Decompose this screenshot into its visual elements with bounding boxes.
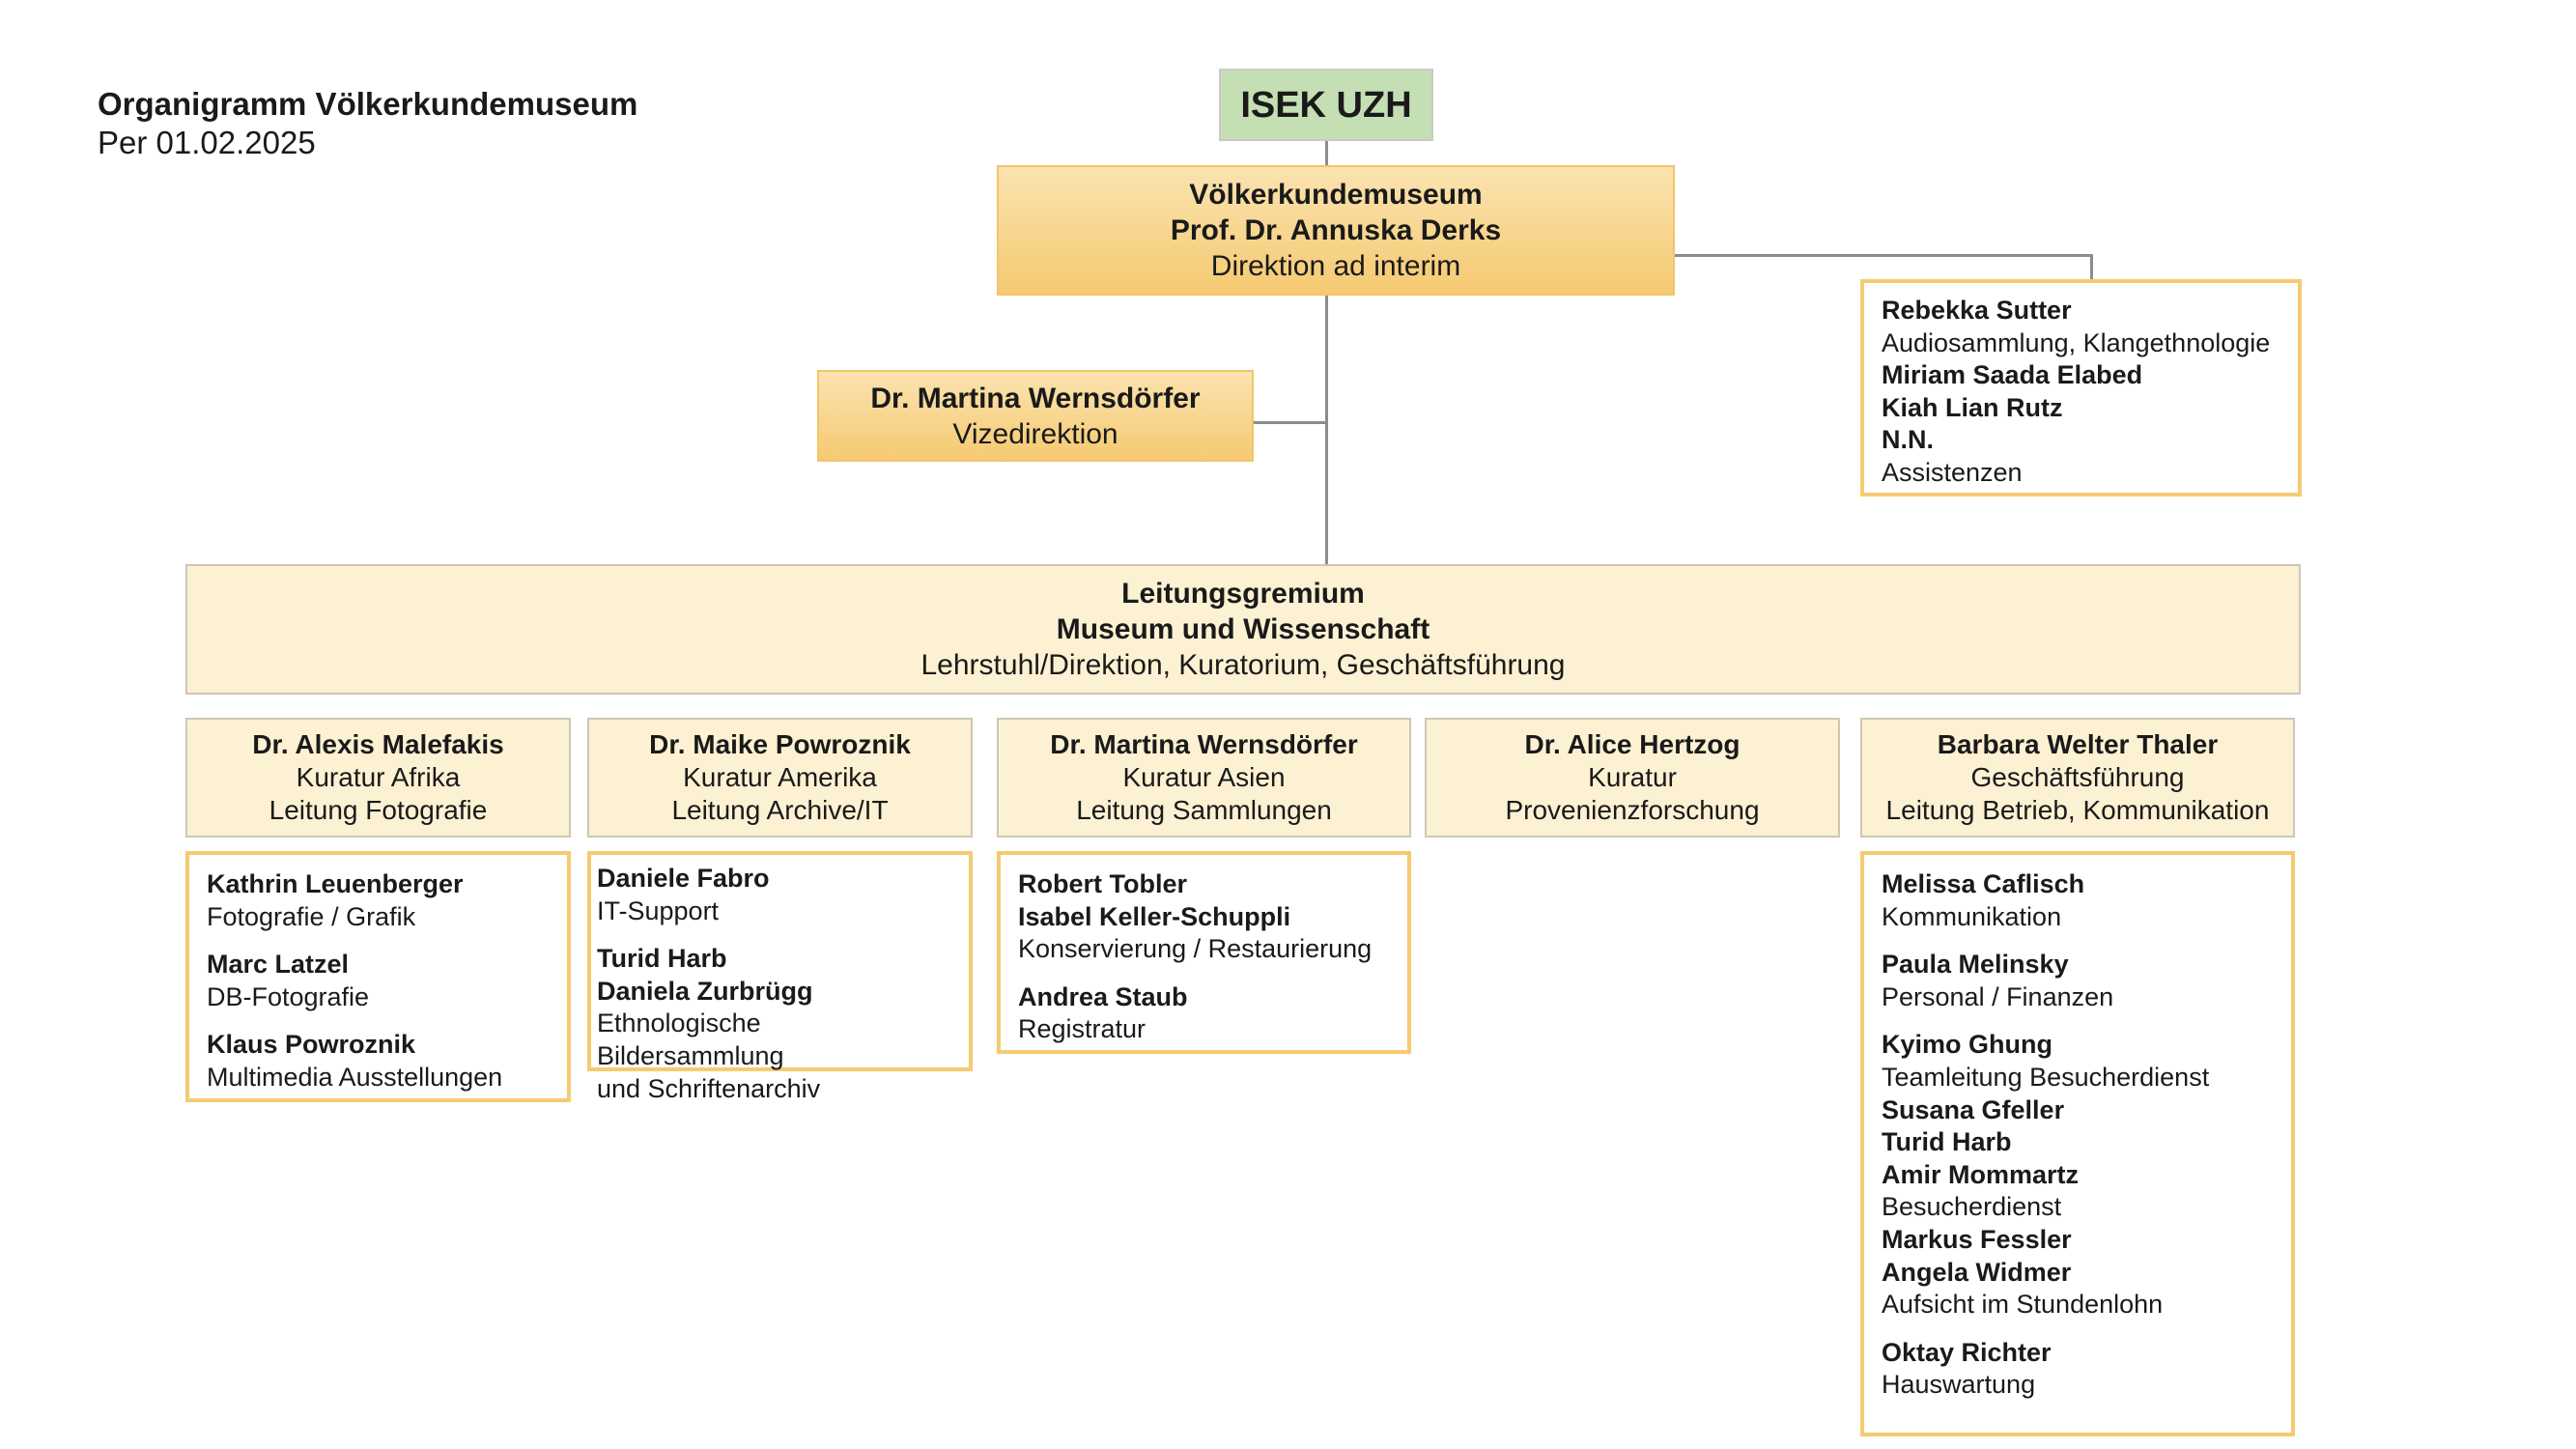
group-gap	[597, 927, 951, 943]
connector-assistants-h	[1674, 254, 2093, 257]
unit-head-role: Geschäftsführung	[1970, 762, 2185, 792]
isek-uzh-box: ISEK UZH	[1219, 69, 1433, 141]
staff-name: Daniela Zurbrügg	[597, 976, 813, 1006]
staff-role: Hauswartung	[1882, 1370, 2036, 1400]
staff-role: Ethnologische Bildersammlung	[597, 1009, 784, 1070]
vice-role: Vizedirektion	[952, 417, 1118, 450]
direction-line3: Direktion ad interim	[1210, 250, 1461, 282]
staff-name: Robert Tobler	[1018, 869, 1187, 898]
unit-head-role: Kuratur Amerika	[683, 762, 877, 792]
unit-head-role: Provenienzforschung	[1505, 795, 1760, 825]
staff-name: Paula Melinsky	[1882, 950, 2069, 980]
staff-role: Aufsicht im Stundenlohn	[1882, 1290, 2164, 1320]
staff-role: IT-Support	[597, 895, 720, 925]
staff-name: Markus Fessler	[1882, 1224, 2072, 1254]
isek-uzh-label: ISEK UZH	[1240, 84, 1412, 126]
staff-name: Kyimo Ghung	[1882, 1030, 2052, 1060]
staff-role: Personal / Finanzen	[1882, 981, 2114, 1011]
group-gap	[207, 1013, 550, 1029]
unit-head-role: Kuratur	[1588, 762, 1677, 792]
unit-head-role: Leitung Sammlungen	[1076, 795, 1332, 825]
unit-head-role: Leitung Fotografie	[269, 795, 488, 825]
staff-role: DB-Fotografie	[207, 981, 370, 1011]
staff-name: Kathrin Leuenberger	[207, 869, 464, 898]
unit-head-role: Kuratur Asien	[1122, 762, 1286, 792]
staff-name: Andrea Staub	[1018, 981, 1188, 1011]
unit-head-role: Leitung Archive/IT	[671, 795, 889, 825]
staff-role: Besucherdienst	[1882, 1192, 2062, 1222]
connector-assistants-v	[2090, 254, 2093, 281]
unit-head-name: Dr. Martina Wernsdörfer	[1050, 729, 1358, 759]
staff-name: Melissa Caflisch	[1882, 869, 2085, 898]
group-gap	[1018, 966, 1390, 981]
staff-name: Amir Mommartz	[1882, 1159, 2080, 1189]
board-box: Leitungsgremium Museum und Wissenschaft …	[185, 564, 2301, 695]
unit-head-name: Barbara Welter Thaler	[1937, 729, 2219, 759]
connector-vice	[1252, 421, 1327, 424]
group-gap	[207, 933, 550, 949]
staff-name: Angela Widmer	[1882, 1257, 2072, 1287]
board-line2: Museum und Wissenschaft	[1056, 613, 1430, 645]
connector-top	[1325, 139, 1328, 168]
staff-role: Kommunikation	[1882, 901, 2062, 931]
unit-head-name: Dr. Maike Powroznik	[649, 729, 911, 759]
staff-name: Turid Harb	[1882, 1127, 2012, 1157]
staff-role: Konservierung / Restaurierung	[1018, 934, 1373, 964]
unit-head-name: Dr. Alexis Malefakis	[252, 729, 504, 759]
page-date: Per 01.02.2025	[98, 125, 316, 160]
staff-role: Multimedia Ausstellungen	[207, 1062, 503, 1092]
board-line3: Lehrstuhl/Direktion, Kuratorium, Geschäf…	[920, 649, 1566, 681]
assistant-name: N.N.	[1882, 425, 1934, 455]
board-line1: Leitungsgremium	[1121, 578, 1365, 610]
assistant-role: Assistenzen	[1882, 457, 2023, 487]
assistant-name: Kiah Lian Rutz	[1882, 392, 2063, 422]
staff-role: Registratur	[1018, 1014, 1146, 1044]
assistant-name: Rebekka Sutter	[1882, 296, 2072, 325]
direction-box: Völkerkundemuseum Prof. Dr. Annuska Derk…	[997, 165, 1675, 296]
assistant-role: Audiosammlung, Klangethnologie	[1882, 327, 2271, 357]
group-gap	[1882, 1321, 2274, 1337]
group-gap	[1882, 1013, 2274, 1029]
assistant-name: Miriam Saada Elabed	[1882, 360, 2143, 390]
staff-name: Isabel Keller-Schuppli	[1018, 901, 1291, 931]
staff-name: Susana Gfeller	[1882, 1094, 2065, 1124]
direction-line2: Prof. Dr. Annuska Derks	[1170, 214, 1502, 246]
vice-name: Dr. Martina Wernsdörfer	[870, 382, 1201, 414]
direction-line1: Völkerkundemuseum	[1189, 179, 1483, 211]
staff-name: Turid Harb	[597, 944, 727, 974]
staff-role: Fotografie / Grafik	[207, 901, 416, 931]
staff-name: Klaus Powroznik	[207, 1030, 416, 1060]
staff-role: und Schriftenarchiv	[597, 1073, 821, 1103]
staff-name: Oktay Richter	[1882, 1337, 2052, 1367]
staff-name: Daniele Fabro	[597, 864, 770, 893]
staff-name: Marc Latzel	[207, 950, 350, 980]
unit-head-role: Kuratur Afrika	[296, 762, 461, 792]
unit-head-role: Leitung Betrieb, Kommunikation	[1885, 795, 2270, 825]
staff-role: Teamleitung Besucherdienst	[1882, 1062, 2210, 1092]
vice-direction-box: Dr. Martina Wernsdörfer Vizedirektion	[817, 370, 1254, 462]
page-title: Organigramm Völkerkundemuseum	[98, 86, 638, 122]
connector-main-vertical	[1325, 294, 1328, 566]
unit-head-name: Dr. Alice Hertzog	[1524, 729, 1741, 759]
group-gap	[1882, 933, 2274, 949]
